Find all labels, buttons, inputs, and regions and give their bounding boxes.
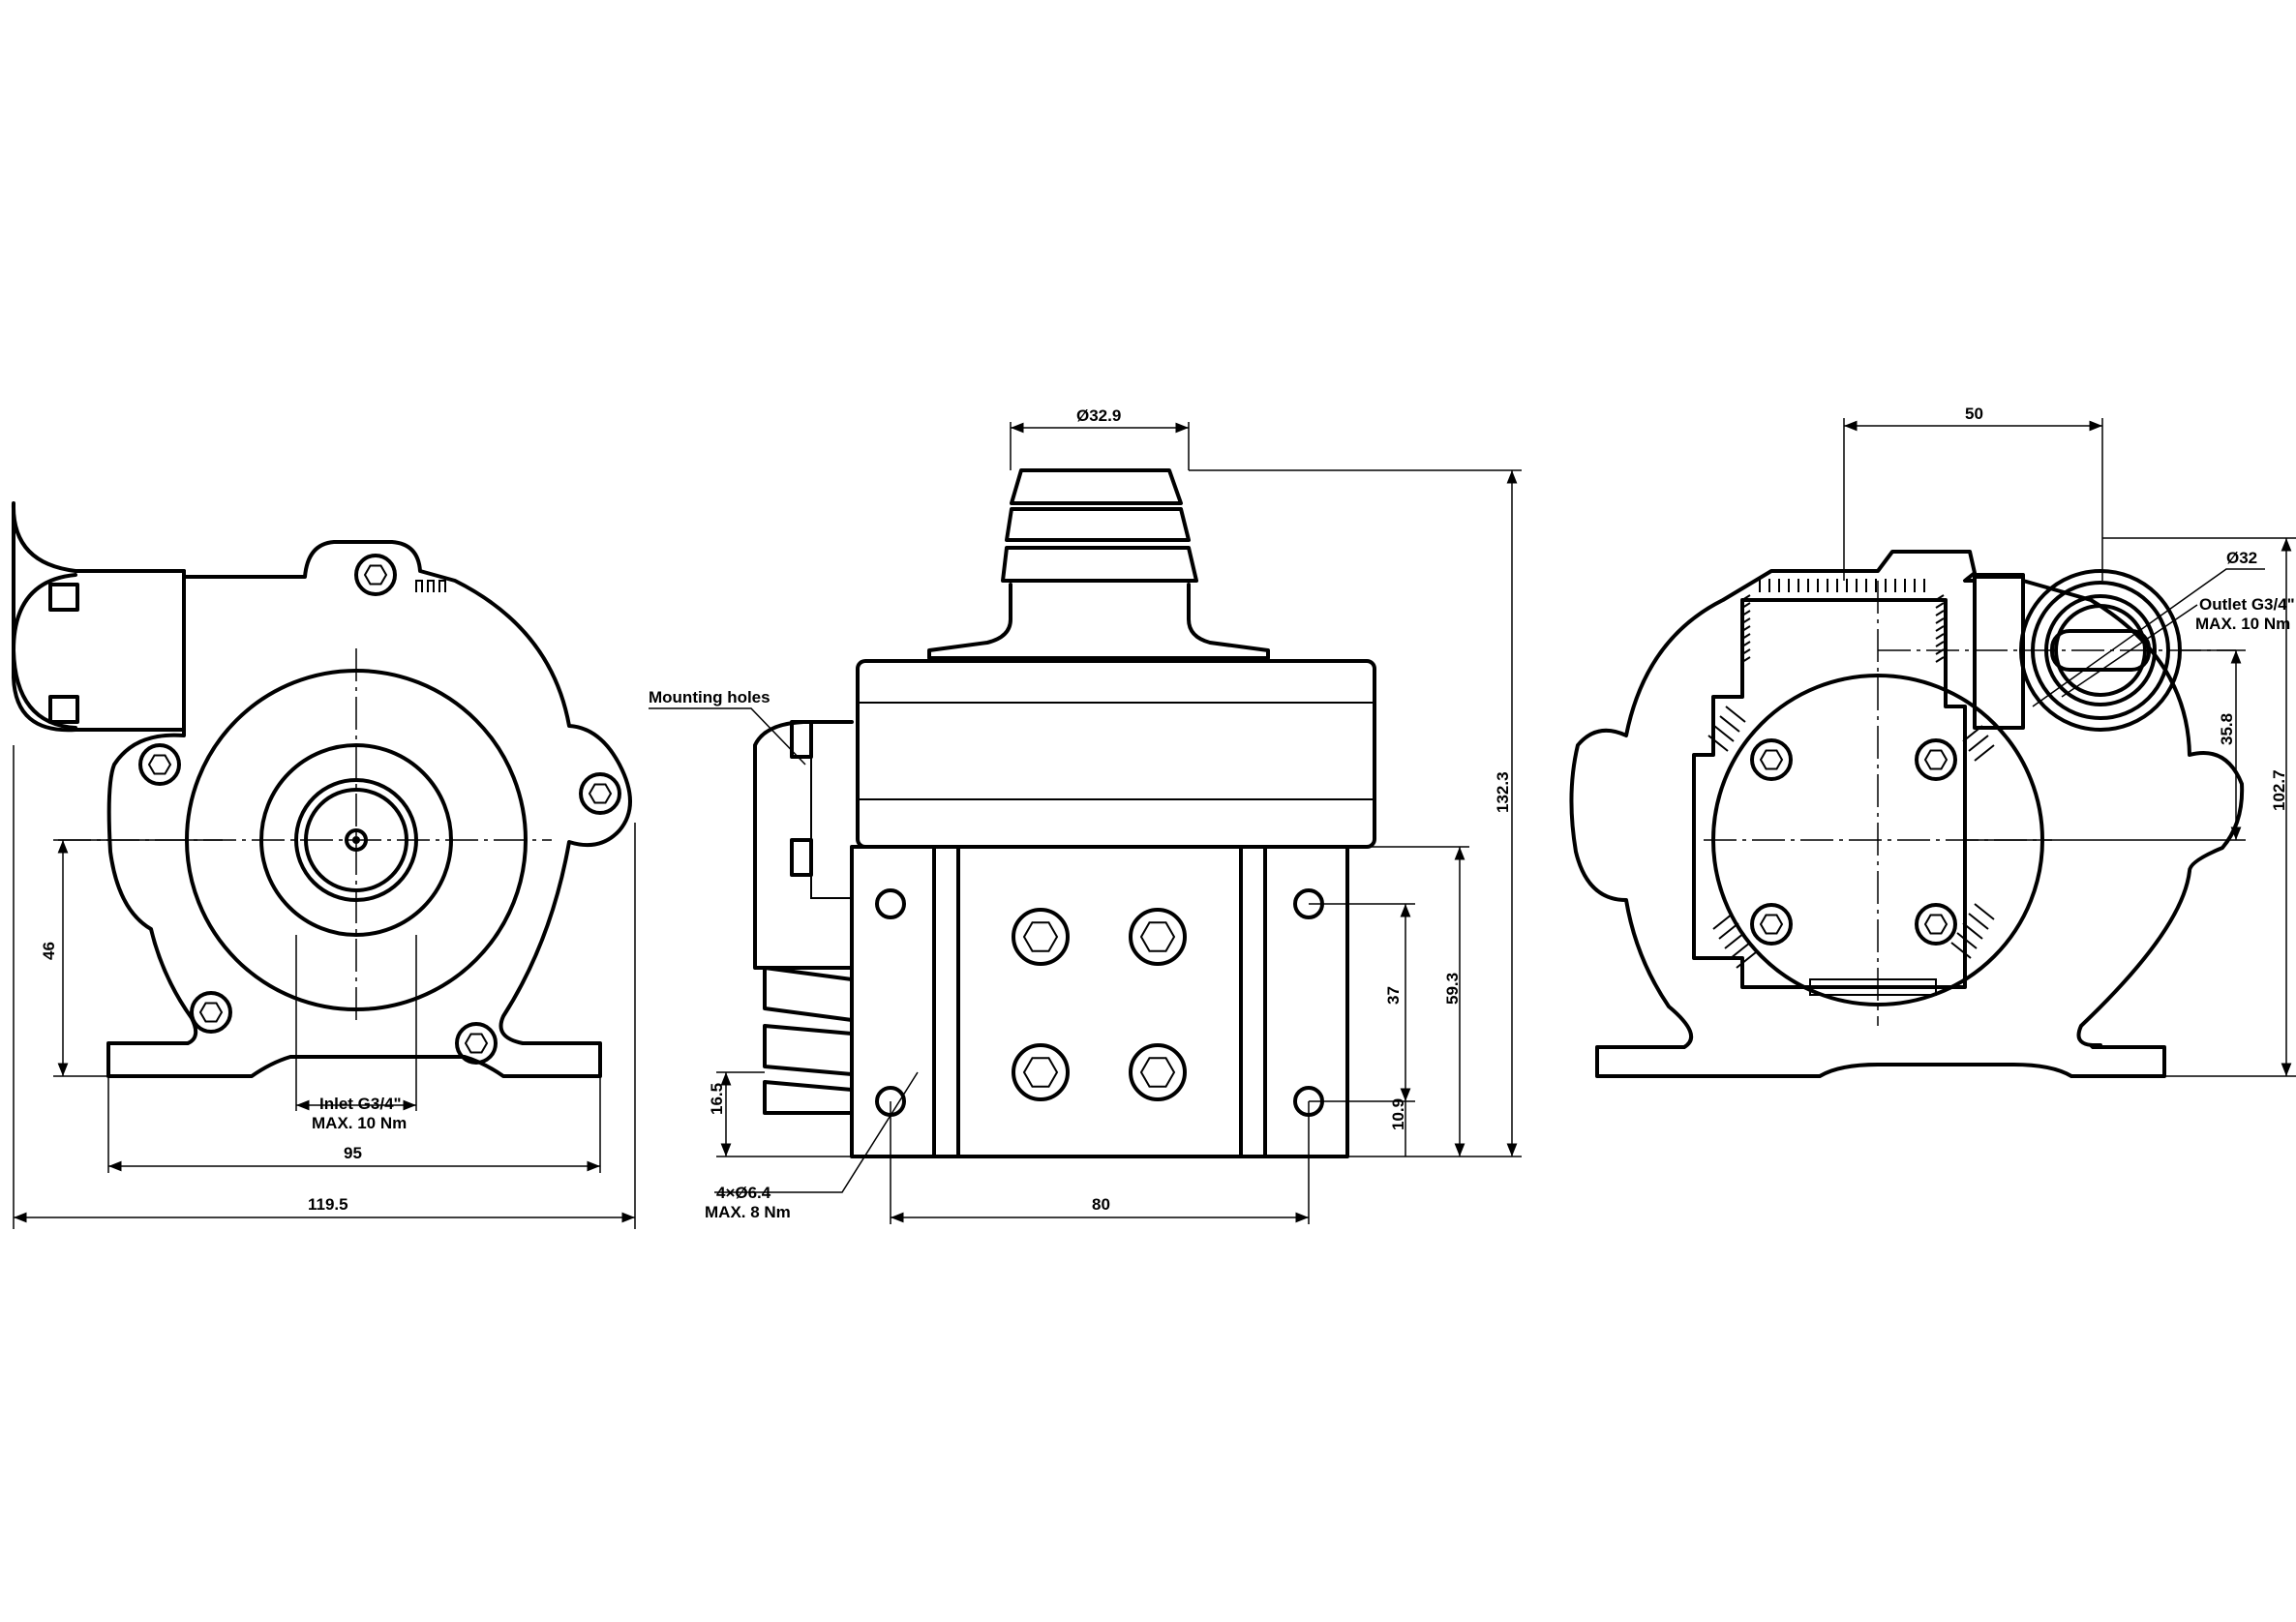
dim-plate-height: 59.3 bbox=[1443, 973, 1462, 1005]
hex-socket-screw-icon bbox=[354, 554, 397, 596]
dim-nozzle-dia: Ø32.9 bbox=[1076, 406, 1121, 425]
hex-socket-screw-icon bbox=[1750, 903, 1793, 946]
dim-feet: 95 bbox=[344, 1144, 362, 1162]
dim-hole-pitch-h: 80 bbox=[1092, 1195, 1110, 1214]
hex-socket-screw-icon bbox=[190, 991, 232, 1034]
hex-socket-screw-icon bbox=[1129, 1043, 1187, 1101]
rear-view: 50 Ø32 Outlet G3/4" MAX. 10 Nm 35.8 102.… bbox=[1569, 405, 2296, 1078]
front-view: 119.5 95 46 Inlet G3/4" MAX. 10 Nm bbox=[11, 501, 636, 1229]
outlet-torque: MAX. 10 Nm bbox=[2195, 615, 2290, 633]
outlet-label: Outlet G3/4" bbox=[2199, 595, 2295, 614]
side-view: Ø32.9 132.3 59.3 37 10.9 16.5 80 Mountin… bbox=[649, 406, 1522, 1224]
dim-width: 119.5 bbox=[308, 1195, 348, 1214]
dim-hole-pitch-v: 37 bbox=[1384, 986, 1403, 1005]
outlet-housing bbox=[1973, 575, 2025, 730]
connector-side bbox=[753, 720, 854, 970]
dim-axis-height: 46 bbox=[40, 942, 58, 960]
outlet-nozzle bbox=[1010, 468, 1183, 505]
connector-housing bbox=[11, 501, 186, 733]
cooling-fin-icon bbox=[1935, 594, 1945, 663]
dim-base-height: 16.5 bbox=[708, 1083, 726, 1115]
pump-body-outline-rear bbox=[1569, 550, 2245, 1078]
dim-hole-bottom: 10.9 bbox=[1389, 1098, 1407, 1130]
dim-total-height-rear: 102.7 bbox=[2270, 769, 2288, 811]
dim-top: 50 bbox=[1965, 405, 1983, 423]
mounting-hole-icon bbox=[875, 888, 906, 919]
hex-socket-screw-icon bbox=[1129, 908, 1187, 966]
motor-housing bbox=[856, 659, 1376, 849]
holes-torque: MAX. 8 Nm bbox=[705, 1203, 791, 1221]
inlet-torque: MAX. 10 Nm bbox=[312, 1114, 407, 1132]
hex-socket-screw-icon bbox=[1915, 738, 1957, 781]
hex-socket-screw-icon bbox=[1012, 908, 1070, 966]
dim-outlet-height: 35.8 bbox=[2218, 713, 2236, 745]
mounting-plate bbox=[850, 845, 1349, 1158]
hex-socket-screw-icon bbox=[1915, 903, 1957, 946]
pump-body-outline bbox=[106, 540, 632, 1078]
dim-outlet-dia: Ø32 bbox=[2226, 549, 2257, 567]
hex-socket-screw-icon bbox=[138, 743, 181, 786]
mounting-holes-label: Mounting holes bbox=[649, 688, 770, 706]
inlet-label: Inlet G3/4" bbox=[319, 1095, 402, 1113]
hex-socket-screw-icon bbox=[455, 1022, 498, 1065]
holes-spec: 4×Ø6.4 bbox=[716, 1184, 771, 1202]
dim-total-height: 132.3 bbox=[1494, 771, 1512, 813]
hex-socket-screw-icon bbox=[579, 772, 621, 815]
hex-socket-screw-icon bbox=[1012, 1043, 1070, 1101]
hex-socket-screw-icon bbox=[1750, 738, 1793, 781]
